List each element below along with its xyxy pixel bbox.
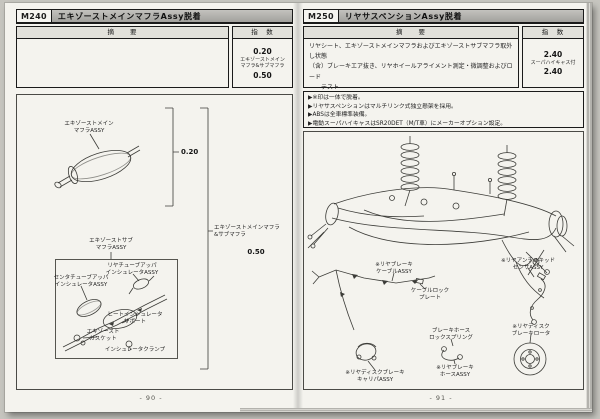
part-label-sub-muffler: エキゾーストサブ マフラASSY [89,238,133,252]
right-index-table: 指 数 2.40 スーパハイキャス付 2.40 [522,26,584,88]
left-index-value-bottom: 0.50 [253,70,272,80]
page-stack-edge [586,3,592,412]
right-summary-table: 摘 要 リヤシート、エキゾーストメインマフラおよびエキゾーストサブマフラ取外し状… [303,26,519,91]
left-section-title: エキゾーストメインマフラAssy脱着 [57,11,202,21]
page-gutter [293,3,303,412]
left-section-code: M240 [17,10,52,22]
part-label-brake-caliper: ※リヤディスクブレーキ キャリパASSY [345,370,405,384]
part-label-brake-cable: ※リヤブレーキ ケーブルASSY [375,262,413,276]
part-label-rear-tube-insulator: リヤチューブアッパ インシュレータASSY [105,263,159,277]
right-section-code: M250 [304,10,339,22]
left-summary-body [17,39,228,45]
right-section-header: M250 リヤサスペンションAssy脱着 [303,9,584,24]
part-label-main-muffler: エキゾーストメイン マフラASSY [64,121,114,135]
right-index-header: 指 数 [523,27,583,39]
part-label-brake-hose: ※リヤブレーキ ホースASSY [436,365,474,379]
right-section-title: リヤサスペンションAssy脱着 [344,11,463,21]
right-index-label: スーパハイキャス付 [530,59,576,66]
left-summary-header: 摘 要 [17,27,228,39]
right-index-body: 2.40 スーパハイキャス付 2.40 [523,39,583,87]
note-line: ▶ABSは全車標準装備。 [308,112,371,119]
left-page-number: - 90 - [139,394,163,402]
bracket-combined-value: 0.50 [247,248,265,256]
right-index-value-top: 2.40 [543,49,563,59]
left-index-header: 指 数 [233,27,292,39]
bracket-main-value: 0.20 [181,148,199,156]
part-label-center-tube-insulator: センタチューブアッパ インシュレータASSY [53,275,109,289]
note-line: ▶電動スーパハイキャスはSR20DET（M/T車）にメーカーオプション設定。 [308,120,507,127]
right-summary-body: リヤシート、エキゾーストメインマフラおよびエキゾーストサブマフラ取外し状態 （含… [309,43,513,91]
bracket-combined-label: エキゾーストメインマフラ &サブマフラ [214,225,280,239]
right-index-value-bottom: 2.40 [543,67,563,77]
rear-suspension-drawing [307,136,575,376]
part-label-heat-insulator-support: ヒートインシュレータ サポート [107,312,163,326]
right-diagram-panel: ※リヤブレーキ ケーブルASSY ケーブルロック プレート ※リヤアンチスキッド… [303,131,584,390]
left-index-label: エキゾーストメイン マフラ&サブマフラ [240,56,285,70]
note-line: ▶リヤサスペンションはマルチリンク式独立懸架を採用。 [308,103,457,110]
left-diagram-panel: エキゾーストメイン マフラASSY 0.20 エキゾーストメインマフラ &サブマ… [16,94,293,390]
left-index-value-top: 0.20 [253,46,272,56]
exhaust-muffler-drawing [54,107,213,370]
left-index-body: 0.20 エキゾーストメイン マフラ&サブマフラ 0.50 [233,39,292,87]
right-summary-header: 摘 要 [304,27,518,39]
part-label-cable-lock-plate: ケーブルロック プレート [410,288,450,302]
left-section-header: M240 エキゾーストメインマフラAssy脱着 [16,9,293,24]
part-label-brake-rotor: ※リヤディスク ブレーキロータ [511,324,551,338]
page-stack-edge-bottom [239,408,592,412]
sub-muffler-frame [55,259,178,359]
right-page-number: - 91 - [429,394,453,402]
left-index-table: 指 数 0.20 エキゾーストメイン マフラ&サブマフラ 0.50 [232,26,293,88]
right-notes-panel: ▶※印は一体で脱着。 ▶リヤサスペンションはマルチリンク式独立懸架を採用。 ▶A… [303,91,584,128]
note-line: ▶※印は一体で脱着。 [308,95,364,101]
part-label-hose-lock-spring: ブレーキホース ロックスプリング [429,328,473,342]
part-label-antiskid-sensor: ※リヤアンチスキッド センサASSY [501,258,555,272]
part-label-insulator-clamp: インシュレータクランプ [104,347,166,353]
part-label-exhaust-gasket: エキゾースト ガスケット [86,329,120,343]
left-summary-table: 摘 要 [16,26,229,88]
